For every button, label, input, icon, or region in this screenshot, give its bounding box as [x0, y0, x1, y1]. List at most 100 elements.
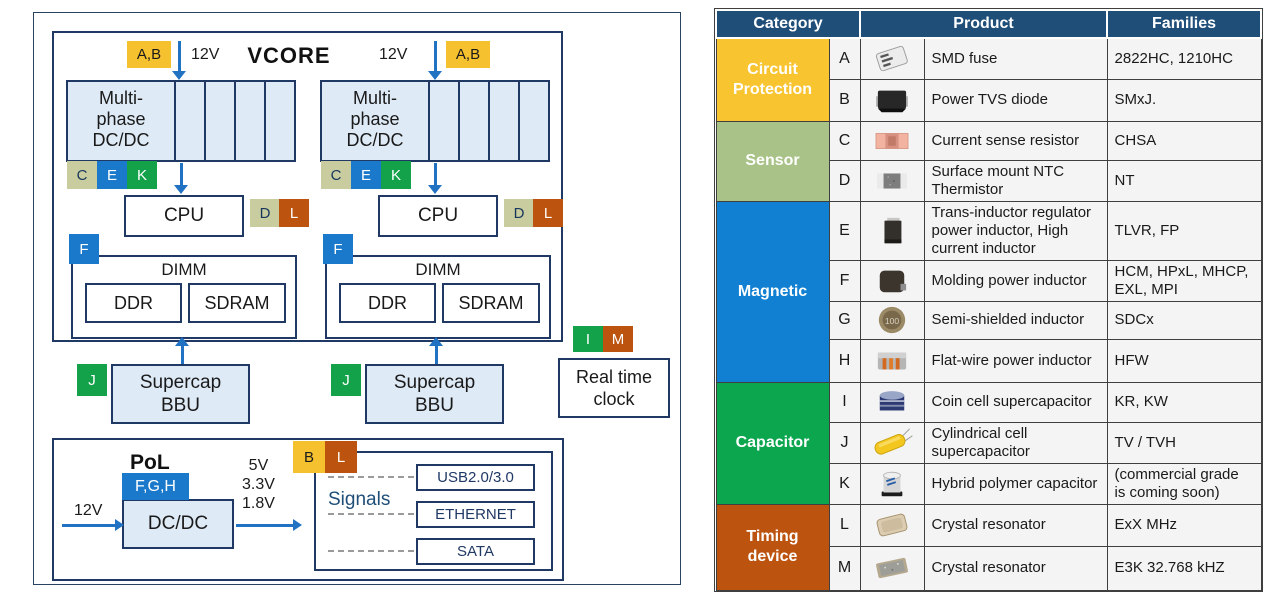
signal-leader-line: [328, 476, 414, 478]
families-i: KR, KW: [1106, 381, 1262, 423]
product-photo-coin-cell-supercap: [859, 381, 925, 423]
tag-k: K: [381, 161, 411, 189]
product-photo-tlvr-inductor: [859, 200, 925, 261]
dimm-box-2: DIMM DDR SDRAM: [325, 255, 551, 339]
tag-ab-right: A,B: [446, 41, 490, 68]
table-row-k: K Hybrid polymer capacitor(commercial gra…: [716, 462, 1262, 505]
families-k: (commercial grade is coming soon): [1106, 462, 1262, 505]
row-letter-k: K: [828, 462, 861, 505]
tag-fgh: F,G,H: [122, 473, 189, 500]
tag-i: I: [573, 326, 603, 352]
tag-j-1: J: [77, 364, 107, 396]
sdram-box-2: SDRAM: [442, 283, 540, 323]
product-photo-crystal-resonator-mhz: [859, 503, 925, 547]
phase-slot: [234, 82, 264, 160]
product-name-a: SMD fuse: [923, 37, 1108, 80]
bus-ethernet: ETHERNET: [416, 501, 535, 528]
dimm-box-1: DIMM DDR SDRAM: [71, 255, 297, 339]
ddr-box-2: DDR: [339, 283, 436, 323]
phase-slot: [264, 82, 294, 160]
bus-usb: USB2.0/3.0: [416, 464, 535, 491]
families-b: SMxJ.: [1106, 78, 1262, 122]
product-name-m: Crystal resonator: [923, 545, 1108, 591]
category-cell-circuit-protection: Circuit Protection: [715, 37, 830, 122]
pol-dcdc-box: DC/DC: [122, 499, 234, 549]
signals-label: Signals: [328, 489, 391, 510]
row-letter-h: H: [828, 338, 861, 383]
category-cell-magnetic: Magnetic: [715, 200, 830, 383]
product-photo-crystal-resonator-khz: [859, 545, 925, 591]
tag-d-1: D: [250, 199, 280, 227]
arrow-dcdc-to-cpu-2: [428, 163, 442, 194]
product-photo-ntc-thermistor: [859, 159, 925, 202]
tag-b: B: [293, 441, 325, 473]
pol-input-voltage: 12V: [74, 502, 103, 519]
voltage-label-left: 12V: [191, 46, 220, 63]
families-h: HFW: [1106, 338, 1262, 383]
arrow-12v-right-icon: [428, 41, 442, 80]
signal-leader-line: [328, 550, 414, 552]
phase-slot: [428, 82, 458, 160]
product-name-k: Hybrid polymer capacitor: [923, 462, 1108, 505]
tag-m: M: [603, 326, 633, 352]
tag-l-2: L: [533, 199, 563, 227]
phase-slot: [204, 82, 234, 160]
product-name-f: Molding power inductor: [923, 259, 1108, 302]
product-name-d: Surface mount NTC Thermistor: [923, 159, 1108, 202]
families-f: HCM, HPxL, MHCP, EXL, MPI: [1106, 259, 1262, 302]
tag-f-1: F: [69, 234, 99, 264]
row-letter-d: D: [828, 159, 861, 202]
families-g: SDCx: [1106, 300, 1262, 340]
families-c: CHSA: [1106, 120, 1262, 161]
row-letter-e: E: [828, 200, 861, 261]
ddr-box-1: DDR: [85, 283, 182, 323]
category-cell-sensor: Sensor: [715, 120, 830, 202]
arrow-bbu-to-dimm-2: [429, 337, 443, 364]
arrow-bbu-to-dimm-1: [175, 337, 189, 364]
product-photo-tvs-diode: [859, 78, 925, 122]
svg-text:100: 100: [885, 316, 899, 326]
arrow-dcdc-to-cpu-1: [174, 163, 188, 194]
product-photo-hybrid-polymer-cap: [859, 462, 925, 505]
product-name-j: Cylindrical cell supercapacitor: [923, 421, 1108, 464]
arrow-12v-into-dcdc: [62, 518, 124, 532]
families-l: ExX MHz: [1106, 503, 1262, 547]
arrow-dcdc-output: [236, 518, 302, 532]
row-letter-b: B: [828, 78, 861, 122]
header-category: Category: [714, 9, 862, 39]
product-name-g: Semi-shielded inductor: [923, 300, 1108, 340]
families-e: TLVR, FP: [1106, 200, 1262, 261]
tag-c: C: [321, 161, 351, 189]
families-j: TV / TVH: [1106, 421, 1262, 464]
tag-j-2: J: [331, 364, 361, 396]
category-cell-capacitor: Capacitor: [715, 381, 830, 505]
tag-ab-left: A,B: [127, 41, 171, 68]
product-photo-current-sense-resistor: [859, 120, 925, 161]
row-letter-i: I: [828, 381, 861, 423]
phase-slot: [458, 82, 488, 160]
header-product: Product: [859, 9, 1109, 39]
product-name-h: Flat-wire power inductor: [923, 338, 1108, 383]
tag-f-2: F: [323, 234, 353, 264]
cpu-box-2: CPU: [378, 195, 498, 237]
product-photo-semi-shielded-inductor: 100: [859, 300, 925, 340]
families-d: NT: [1106, 159, 1262, 202]
product-name-i: Coin cell supercapacitor: [923, 381, 1108, 423]
tag-l-1: L: [279, 199, 309, 227]
table-header-row: Category Product Families: [714, 9, 1263, 39]
